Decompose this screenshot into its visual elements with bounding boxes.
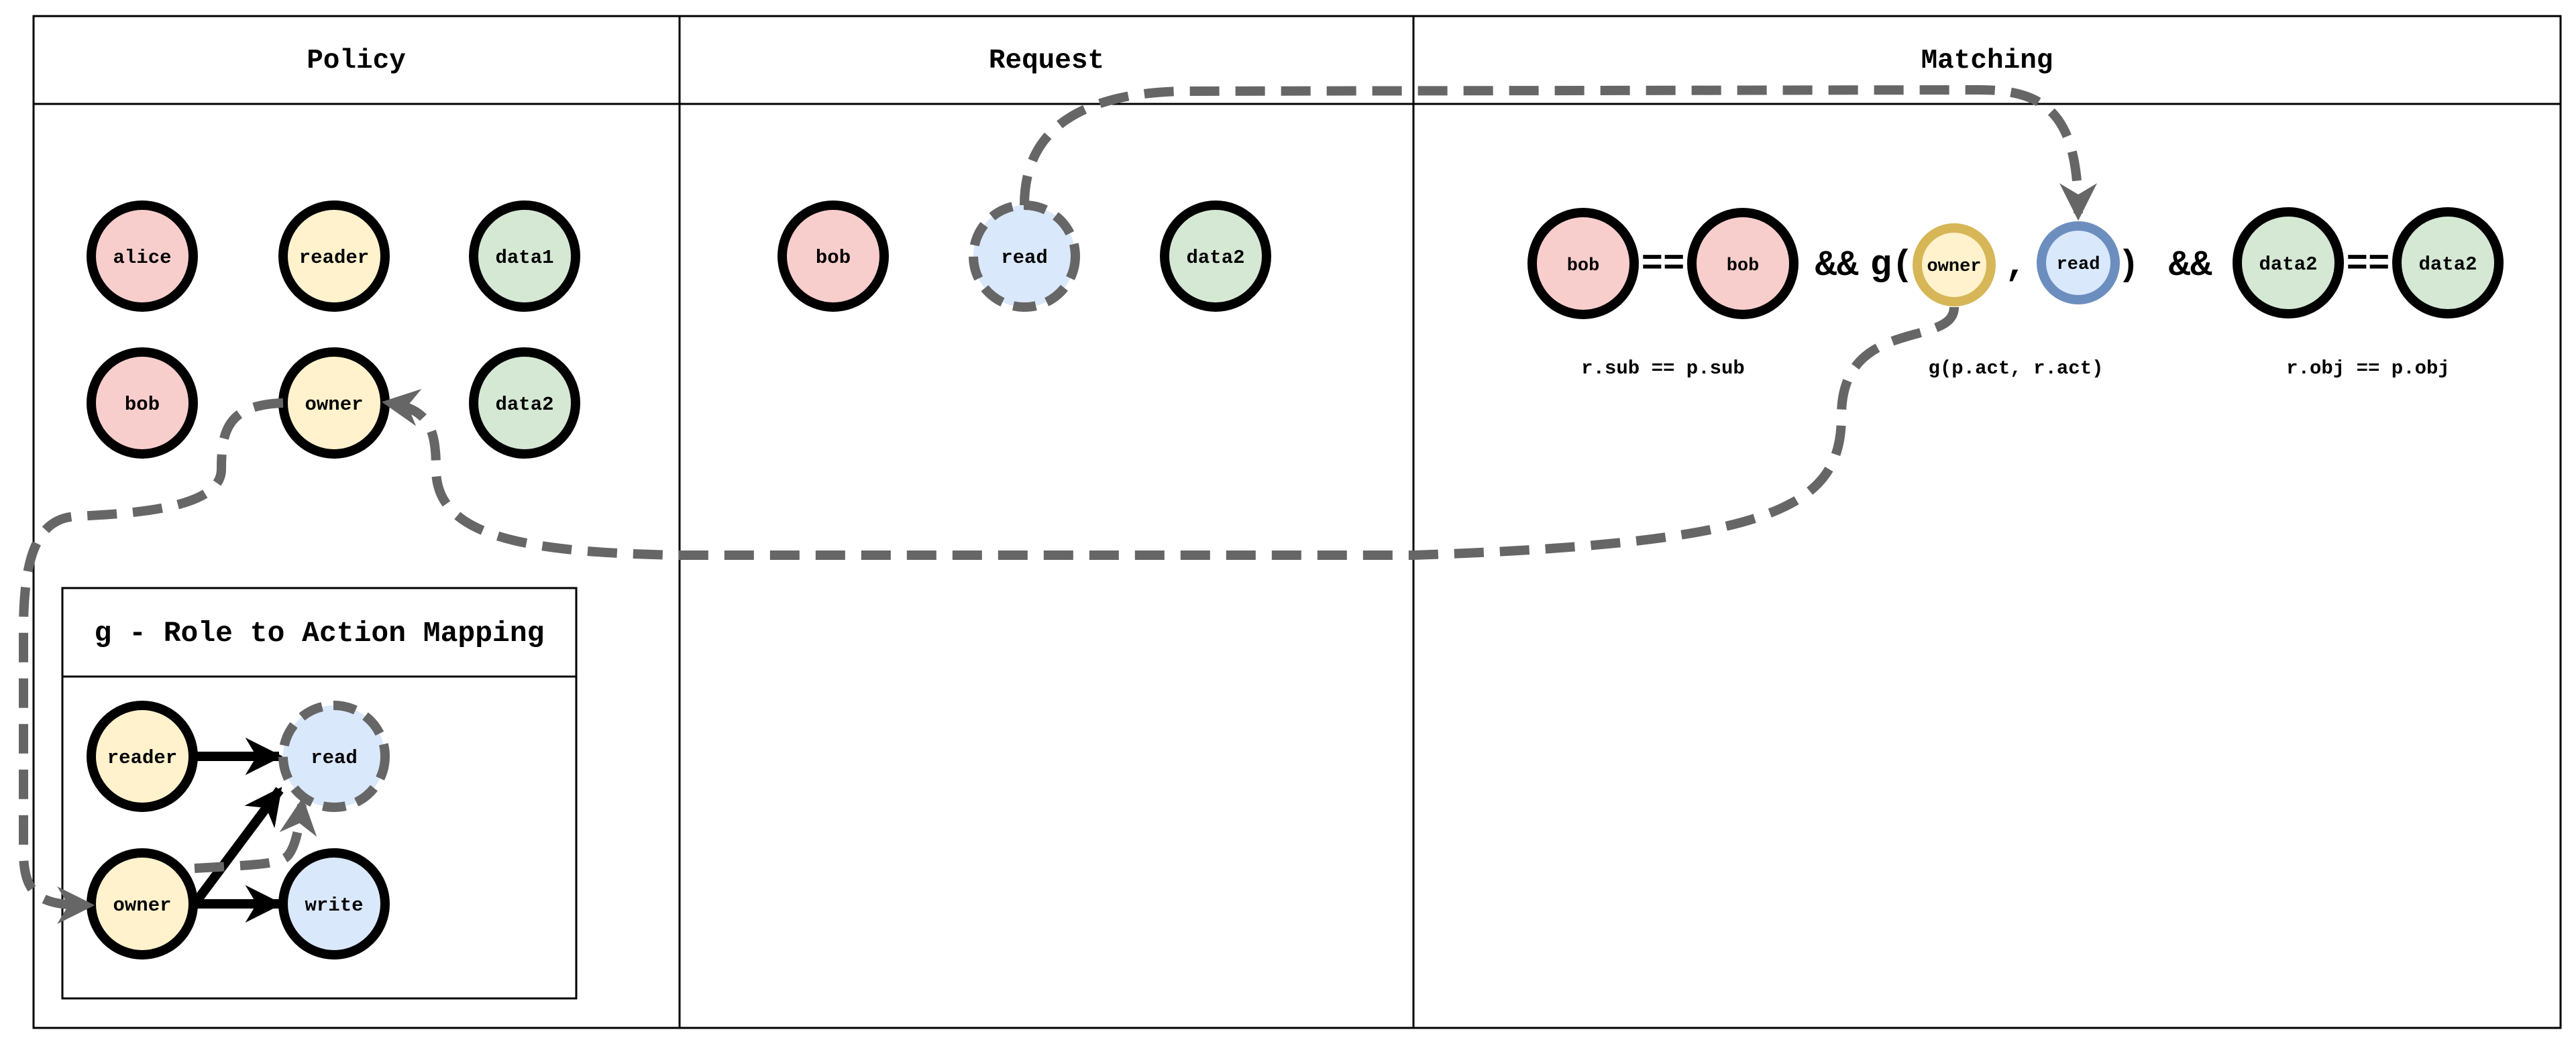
header-request: Request xyxy=(989,46,1104,76)
mapping-box xyxy=(61,587,578,1000)
request-label-read: read xyxy=(1001,247,1048,269)
matching-nodes xyxy=(1527,207,2504,319)
connector-policy-owner-to-mapping-owner xyxy=(19,398,284,924)
connector-match-role-to-policy-owner xyxy=(381,306,1959,560)
mapping-title: g - Role to Action Mapping xyxy=(95,617,545,650)
caption-obj: r.obj == p.obj xyxy=(2286,357,2450,380)
policy-node-alice xyxy=(87,200,198,312)
header-policy: Policy xyxy=(307,46,406,76)
match-node-obj-left xyxy=(2233,207,2344,318)
caption-g: g(p.act, r.act) xyxy=(1928,357,2103,380)
match-node-sub-right xyxy=(1687,208,1799,319)
mapping-label-owner: owner xyxy=(113,894,171,917)
mapping-label-reader: reader xyxy=(107,747,177,769)
operator-eq-obj: == xyxy=(2347,244,2390,285)
policy-node-reader xyxy=(278,200,390,312)
request-label-bob: bob xyxy=(816,247,851,269)
header-matching: Matching xyxy=(1921,46,2053,76)
match-label-sub-right: bob xyxy=(1727,256,1760,276)
policy-node-data2 xyxy=(469,347,580,459)
table-frame xyxy=(32,15,2562,1029)
arrow-owner-read xyxy=(191,787,284,907)
operator-comma: , xyxy=(2005,245,2027,286)
policy-label-alice: alice xyxy=(113,247,171,269)
match-node-sub-left xyxy=(1527,208,1639,319)
operator-and-1: && xyxy=(1815,245,1859,286)
caption-sub: r.sub == p.sub xyxy=(1581,357,1745,380)
request-label-data2: data2 xyxy=(1186,247,1244,269)
policy-node-bob xyxy=(87,347,198,459)
match-label-obj-right: data2 xyxy=(2418,253,2477,276)
policy-node-data1 xyxy=(469,200,580,312)
policy-label-bob: bob xyxy=(125,394,160,416)
mapping-node-reader xyxy=(87,701,198,812)
match-label-sub-left: bob xyxy=(1567,256,1600,276)
policy-label-data1: data1 xyxy=(495,247,553,269)
mapping-node-write xyxy=(278,848,390,960)
match-node-obj-right xyxy=(2392,207,2504,318)
dashed-connectors xyxy=(19,84,2097,924)
policy-nodes xyxy=(87,200,580,459)
operator-eq-sub: == xyxy=(1642,244,1685,285)
match-label-role: owner xyxy=(1927,257,1981,277)
mapping-arrows xyxy=(191,738,284,923)
policy-label-data2: data2 xyxy=(495,394,553,416)
mapping-nodes xyxy=(87,701,390,960)
mapping-label-write: write xyxy=(305,894,363,917)
request-node-data2 xyxy=(1160,200,1271,312)
mapping-node-read xyxy=(278,701,390,812)
policy-label-owner: owner xyxy=(305,394,363,416)
operator-g-open: g( xyxy=(1870,245,1914,286)
match-node-role xyxy=(1913,223,1996,306)
operator-g-close: ) xyxy=(2118,245,2139,286)
match-label-obj-left: data2 xyxy=(2259,253,2317,276)
connector-request-read-to-match-action xyxy=(1020,84,2097,221)
mapping-label-read: read xyxy=(311,747,358,769)
match-label-action: read xyxy=(2057,255,2100,275)
match-node-action xyxy=(2037,221,2120,304)
operator-and-2: && xyxy=(2169,245,2212,286)
policy-label-reader: reader xyxy=(299,247,369,269)
request-node-bob xyxy=(777,200,889,312)
connector-mapping-owner-to-read xyxy=(194,797,317,873)
